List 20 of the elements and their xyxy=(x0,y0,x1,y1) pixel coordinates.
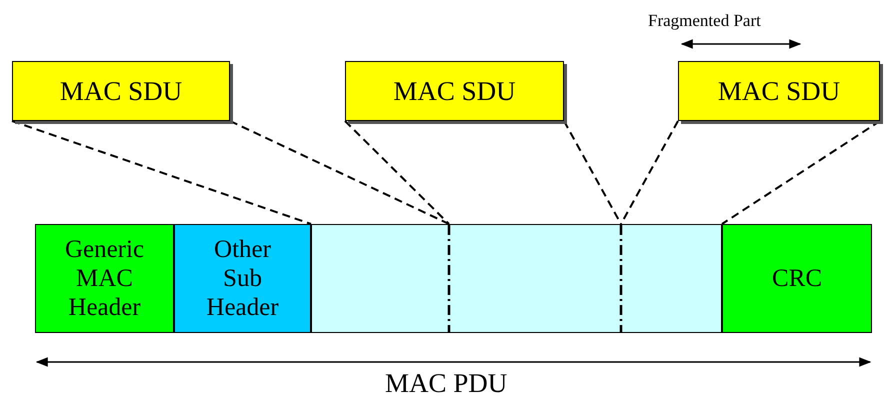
sdu-box xyxy=(345,61,564,121)
payload-segment xyxy=(311,224,449,333)
connector-line xyxy=(620,120,679,224)
header-field xyxy=(722,224,872,333)
field-label: MAC SDU xyxy=(60,78,182,104)
dimension-label: MAC PDU xyxy=(385,368,508,398)
field-label: Other Sub Header xyxy=(205,235,280,322)
header-field xyxy=(174,224,311,333)
connector-line xyxy=(344,120,450,225)
payload-segment xyxy=(449,224,621,333)
sdu-box xyxy=(678,61,880,121)
header-field xyxy=(35,224,174,333)
dimension-label: Fragmented Part xyxy=(648,10,761,32)
field-label: MAC SDU xyxy=(393,78,516,104)
field-label: CRC xyxy=(770,264,824,293)
connector-line xyxy=(12,120,312,225)
payload-segment xyxy=(621,224,722,333)
field-label: Generic MAC Header xyxy=(64,235,146,322)
sdu-box xyxy=(12,61,230,121)
field-label: MAC SDU xyxy=(718,78,840,104)
